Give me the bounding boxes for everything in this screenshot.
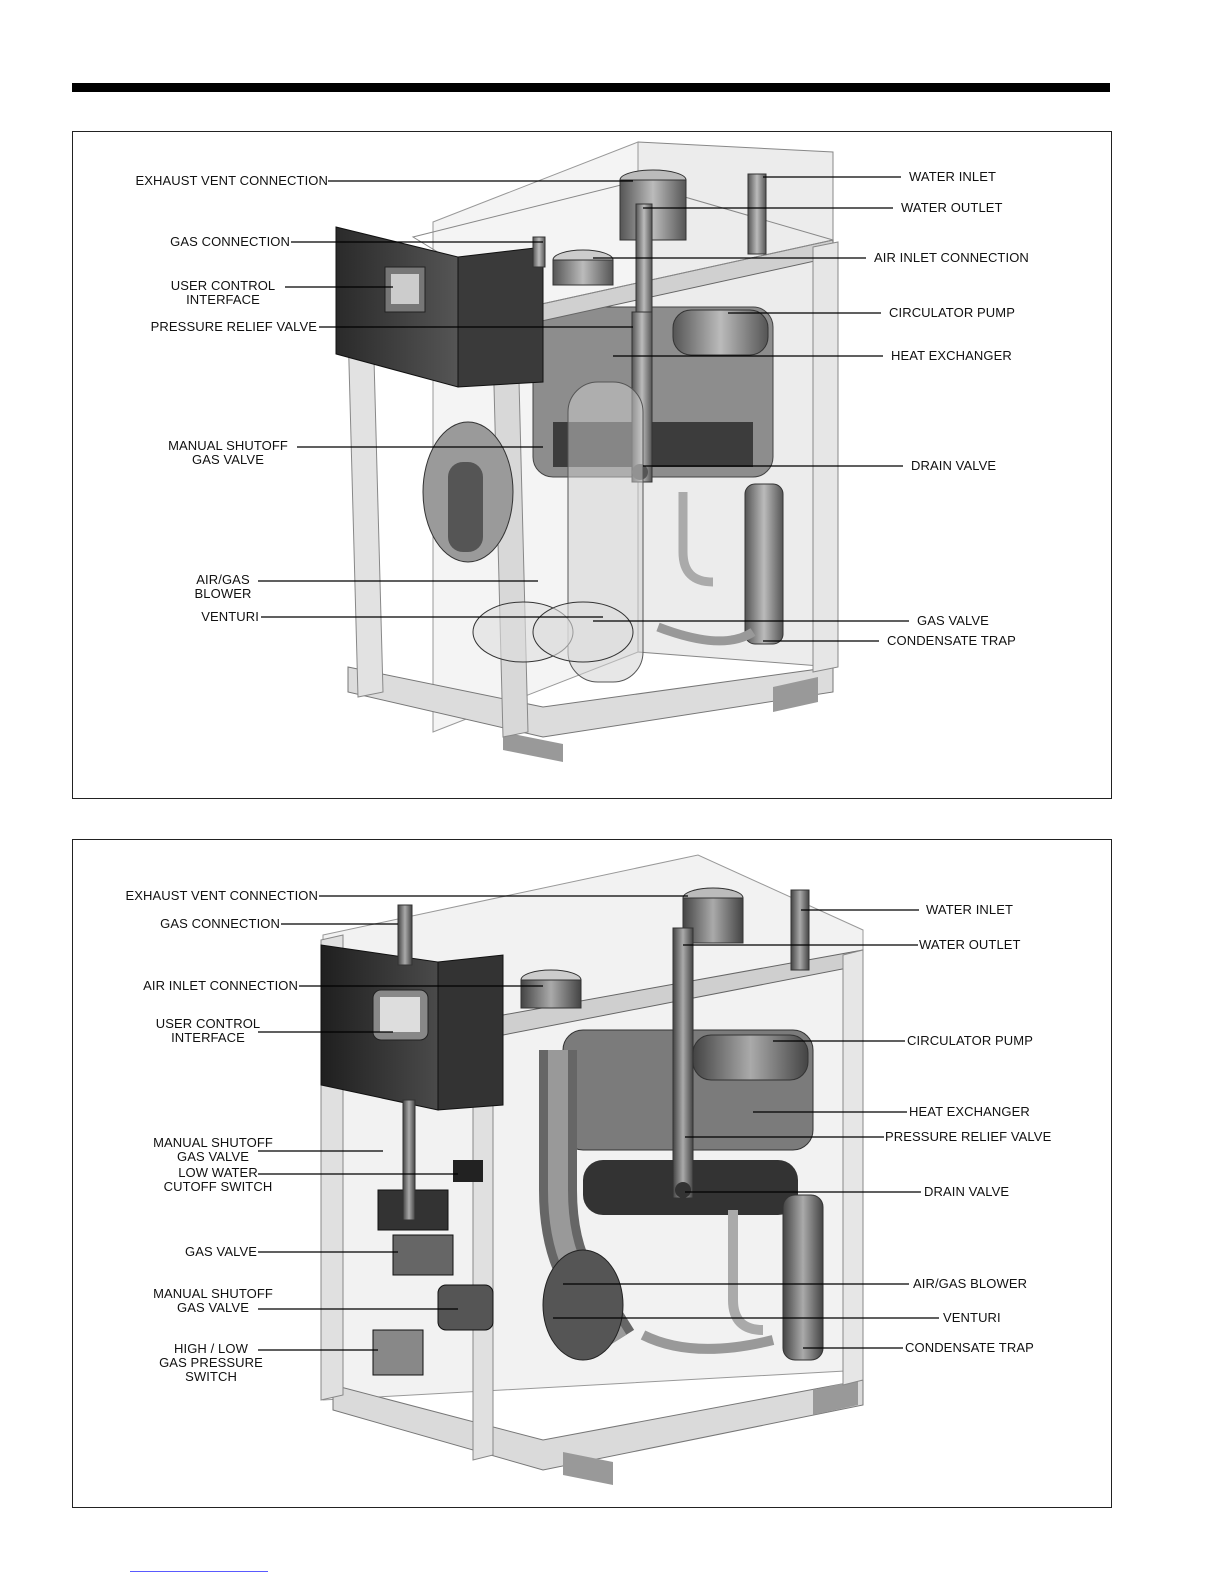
label-water-outlet: WATER OUTLET bbox=[901, 200, 1003, 215]
leader-lines-2 bbox=[258, 895, 939, 1351]
label-water-inlet: WATER INLET bbox=[926, 902, 1014, 917]
label-drain-valve: DRAIN VALVE bbox=[911, 458, 997, 473]
label-exhaust-vent-connection: EXHAUST VENT CONNECTION bbox=[125, 888, 318, 903]
label-air-gas-blower: AIR/GAS BLOWER bbox=[913, 1276, 1028, 1291]
boiler-illustration-2 bbox=[320, 854, 864, 1485]
figure-1-panel: EXHAUST VENT CONNECTION GAS CONNECTION U… bbox=[72, 131, 1112, 799]
label-condensate-trap: CONDENSATE TRAP bbox=[887, 633, 1016, 648]
label-manual-shutoff-gas-valve-lower: MANUAL SHUTOFF GAS VALVE bbox=[153, 1286, 273, 1315]
leader-lines-1 bbox=[258, 176, 909, 642]
label-water-outlet: WATER OUTLET bbox=[919, 937, 1021, 952]
label-air-inlet-connection: AIR INLET CONNECTION bbox=[874, 250, 1029, 265]
label-condensate-trap: CONDENSATE TRAP bbox=[905, 1340, 1034, 1355]
label-venturi: VENTURI bbox=[943, 1310, 1001, 1325]
footer-link-underline bbox=[130, 1571, 268, 1572]
label-gas-valve: GAS VALVE bbox=[917, 613, 989, 628]
top-rule bbox=[72, 83, 1110, 92]
label-manual-shutoff-gas-valve-upper: MANUAL SHUTOFF GAS VALVE bbox=[153, 1135, 273, 1164]
label-heat-exchanger: HEAT EXCHANGER bbox=[909, 1104, 1030, 1119]
figure-2-panel: EXHAUST VENT CONNECTION GAS CONNECTION A… bbox=[72, 839, 1112, 1508]
label-user-control-interface: USER CONTROL INTERFACE bbox=[170, 278, 276, 307]
label-circulator-pump: CIRCULATOR PUMP bbox=[889, 305, 1015, 320]
label-high-low-gas-pressure-switch: HIGH / LOW GAS PRESSURE SWITCH bbox=[159, 1341, 263, 1384]
label-air-inlet-connection: AIR INLET CONNECTION bbox=[143, 978, 298, 993]
label-water-inlet: WATER INLET bbox=[909, 169, 997, 184]
label-air-gas-blower: AIR/GAS BLOWER bbox=[194, 572, 252, 601]
label-drain-valve: DRAIN VALVE bbox=[924, 1184, 1010, 1199]
boiler-illustration-1 bbox=[335, 141, 839, 762]
label-manual-shutoff-gas-valve: MANUAL SHUTOFF GAS VALVE bbox=[168, 438, 288, 467]
label-exhaust-vent-connection: EXHAUST VENT CONNECTION bbox=[135, 173, 328, 188]
label-circulator-pump: CIRCULATOR PUMP bbox=[907, 1033, 1033, 1048]
label-heat-exchanger: HEAT EXCHANGER bbox=[891, 348, 1012, 363]
label-venturi: VENTURI bbox=[201, 609, 259, 624]
label-gas-connection: GAS CONNECTION bbox=[170, 234, 290, 249]
label-pressure-relief-valve: PRESSURE RELIEF VALVE bbox=[885, 1129, 1052, 1144]
label-gas-valve: GAS VALVE bbox=[185, 1244, 257, 1259]
label-low-water-cutoff-switch: LOW WATER CUTOFF SWITCH bbox=[163, 1165, 273, 1194]
label-user-control-interface: USER CONTROL INTERFACE bbox=[155, 1016, 261, 1045]
label-gas-connection: GAS CONNECTION bbox=[160, 916, 280, 931]
label-pressure-relief-valve: PRESSURE RELIEF VALVE bbox=[150, 319, 317, 334]
